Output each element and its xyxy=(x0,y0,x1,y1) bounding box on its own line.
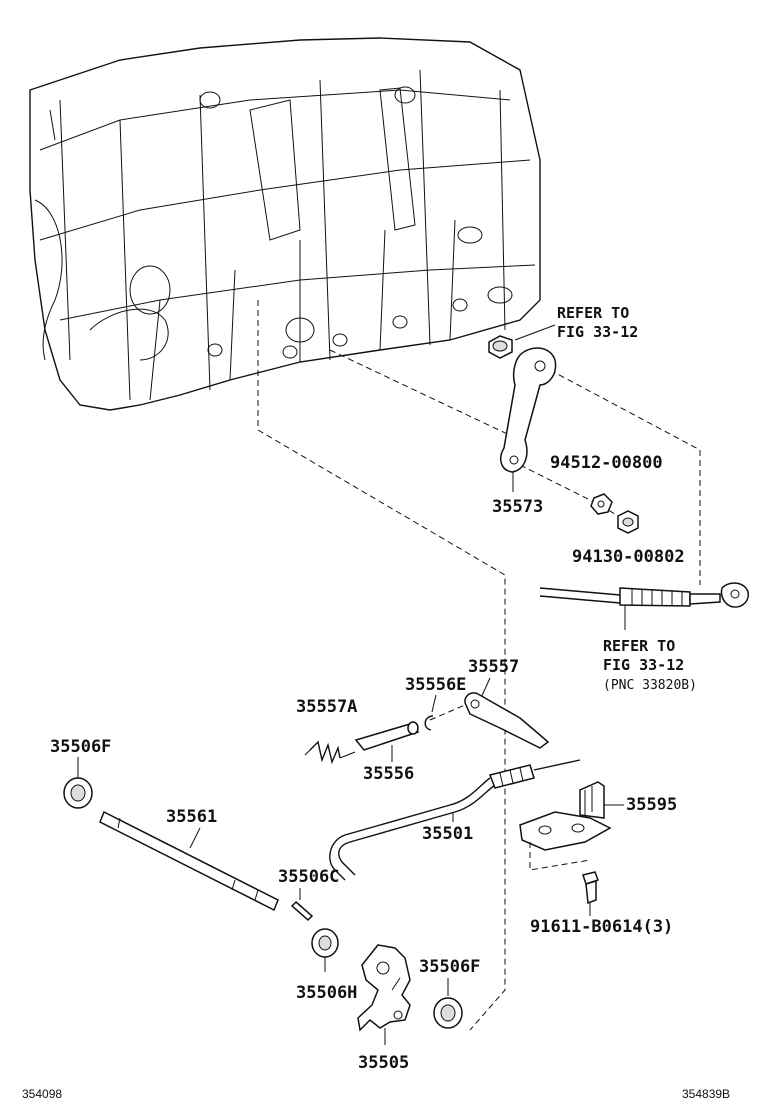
refer-to-label-cable-pnc: (PNC 33820B) xyxy=(603,678,697,693)
oil-seal-35506F-right xyxy=(433,997,463,1029)
part-label-91611-B0614: 91611-B0614(3) xyxy=(530,917,673,937)
shaft-35561 xyxy=(99,810,279,912)
pin-35556 xyxy=(354,721,420,751)
part-label-35557: 35557 xyxy=(468,657,519,677)
washer-94512 xyxy=(590,493,613,515)
part-label-35573: 35573 xyxy=(492,497,543,517)
nut-part-top xyxy=(488,335,513,359)
refer-to-label-top-line1: REFER TO xyxy=(557,304,629,322)
diagram-code-right: 354839B xyxy=(682,1087,730,1101)
bolt-91611 xyxy=(582,871,599,905)
part-label-94130-00802: 94130-00802 xyxy=(572,547,685,567)
part-label-35557A: 35557A xyxy=(296,697,357,717)
transmission-housing xyxy=(29,37,541,411)
control-cable-end xyxy=(539,582,749,608)
part-35557-lever xyxy=(464,692,550,749)
part-label-35561: 35561 xyxy=(166,807,217,827)
oil-seal-35506F-left xyxy=(63,777,93,809)
part-label-35505: 35505 xyxy=(358,1053,409,1073)
part-label-35506F-right: 35506F xyxy=(419,957,480,977)
refer-to-label-top-line2: FIG 33-12 xyxy=(557,323,638,341)
bracket-35595 xyxy=(519,781,612,851)
part-label-35506F-left: 35506F xyxy=(50,737,111,757)
detent-lever-35505 xyxy=(357,944,411,1032)
refer-to-label-cable-line1: REFER TO xyxy=(603,637,675,655)
bushing-35506H xyxy=(311,928,339,958)
snap-ring-35556E xyxy=(424,715,434,731)
nut-94130 xyxy=(617,510,639,534)
pin-35506C xyxy=(290,900,314,922)
diagram-code-left: 354098 xyxy=(22,1087,62,1101)
spring-35557A xyxy=(304,740,356,765)
part-label-35595: 35595 xyxy=(626,795,677,815)
part-label-35506C: 35506C xyxy=(278,867,339,887)
part-label-35501: 35501 xyxy=(422,824,473,844)
refer-to-label-cable-line2: FIG 33-12 xyxy=(603,656,684,674)
shift-cable-35501 xyxy=(329,759,581,881)
part-label-35556: 35556 xyxy=(363,764,414,784)
part-label-94512-00800: 94512-00800 xyxy=(550,453,663,473)
part-label-35506H: 35506H xyxy=(296,983,357,1003)
part-35573-lever xyxy=(499,347,557,473)
part-label-35556E: 35556E xyxy=(405,675,466,695)
